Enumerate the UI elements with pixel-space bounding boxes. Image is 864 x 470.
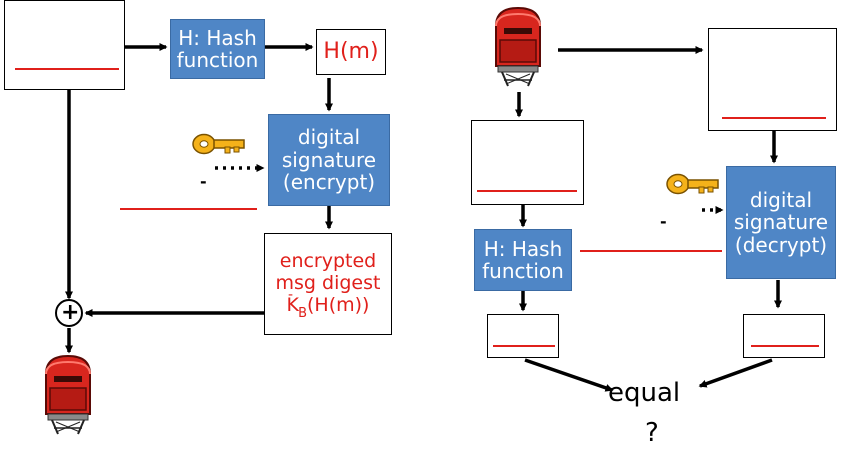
hash-result-box-left bbox=[487, 314, 559, 358]
encrypted-digest-box: encrypted msg digest K-B(H(m)) bbox=[264, 233, 392, 335]
signed-message-blank-line bbox=[722, 117, 826, 119]
encrypted-minus: - bbox=[288, 286, 294, 303]
hash-result-blank-line-left bbox=[493, 345, 555, 347]
signature-right-line-2: signature bbox=[733, 210, 829, 235]
key-minus-label-right: - bbox=[660, 212, 667, 231]
received-message-box bbox=[471, 120, 584, 205]
encrypted-sub-b: B bbox=[298, 305, 307, 321]
hash-output-box: H(m) bbox=[316, 29, 386, 75]
hash-right-line-1: H: Hash bbox=[483, 236, 563, 261]
plus-circle-icon bbox=[55, 299, 83, 327]
hash-result-box-right bbox=[743, 314, 825, 358]
arrow-left-result-to-equal bbox=[524, 358, 614, 392]
signature-right-line-3: (decrypt) bbox=[734, 232, 828, 257]
hash-output-label: H(m) bbox=[323, 38, 379, 64]
connector-blank-line-right bbox=[580, 250, 722, 252]
mailbox-icon bbox=[495, 6, 541, 87]
hash-function-box: H: Hash function bbox=[170, 19, 265, 79]
encrypted-rest: (H(m)) bbox=[307, 293, 370, 316]
arrow-right-result-to-equal bbox=[698, 358, 773, 388]
hash-function-box-right: H: Hash function bbox=[474, 229, 572, 291]
hash-right-line-2: function bbox=[482, 259, 564, 283]
hash-result-blank-line-right bbox=[751, 345, 819, 347]
signature-line-2: signature bbox=[281, 147, 377, 172]
message-box bbox=[4, 0, 125, 90]
signature-decrypt-box: digital signature (decrypt) bbox=[726, 166, 836, 279]
encrypted-line-2: msg digest bbox=[275, 272, 381, 295]
equal-label: equal bbox=[608, 378, 681, 408]
key-icon bbox=[666, 173, 719, 195]
received-message-blank-line bbox=[477, 190, 577, 192]
hash-line-2: function bbox=[176, 48, 259, 72]
key-minus-label-left: - bbox=[200, 172, 207, 191]
question-mark-label: ? bbox=[645, 418, 659, 448]
signature-line-1: digital bbox=[297, 125, 361, 150]
hash-line-1: H: Hash bbox=[178, 25, 257, 50]
signature-encrypt-box: digital signature (encrypt) bbox=[268, 114, 390, 206]
mailbox-icon bbox=[45, 354, 91, 435]
signed-message-box bbox=[708, 28, 837, 131]
plus-symbol: + bbox=[61, 300, 80, 325]
key-icon bbox=[192, 133, 245, 155]
encrypted-line-3: K-B(H(m)) bbox=[286, 287, 370, 321]
encrypted-line-1: encrypted bbox=[279, 250, 377, 273]
signature-line-3: (encrypt) bbox=[282, 170, 376, 195]
signature-right-line-1: digital bbox=[749, 187, 813, 212]
encrypted-k: K bbox=[286, 293, 300, 316]
key-blank-line-left bbox=[120, 208, 257, 210]
message-blank-line bbox=[15, 68, 119, 70]
